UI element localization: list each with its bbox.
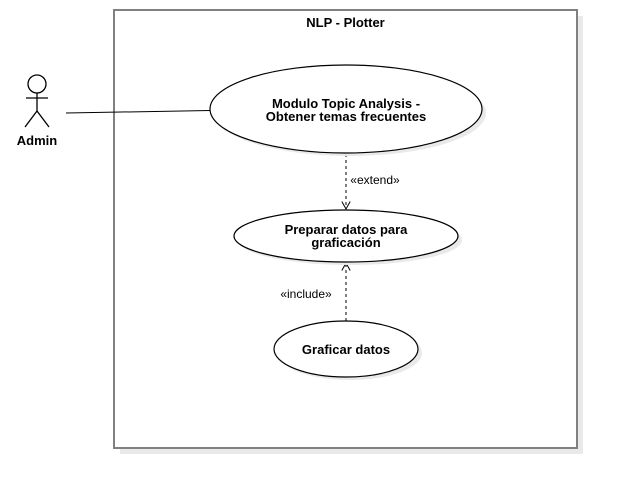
use-case-graficar-datos[interactable]: Graficar datos [273, 320, 422, 380]
use-case-label-line2: graficación [311, 235, 380, 250]
use-case-preparar-datos[interactable]: Preparar datos para graficación [233, 209, 462, 265]
actor-admin[interactable]: Admin [17, 74, 58, 148]
use-case-ellipse [209, 64, 483, 154]
include-relation: «include» [280, 261, 351, 321]
use-case-ellipse [273, 320, 419, 378]
actor-name: Admin [17, 133, 58, 148]
extend-relation: «extend» [341, 154, 400, 211]
include-label: «include» [280, 287, 332, 301]
use-case-ellipse [233, 209, 459, 263]
use-case-label-line1: Modulo Topic Analysis - [272, 96, 420, 111]
extend-label: «extend» [350, 173, 400, 187]
use-case-label-line1: Preparar datos para [285, 222, 409, 237]
use-case-label-line2: Obtener temas frecuentes [266, 109, 426, 124]
association-line [65, 110, 211, 114]
actor-stick-figure-icon [24, 74, 50, 128]
use-case-label-line1: Graficar datos [302, 342, 390, 357]
system-title: NLP - Plotter [306, 15, 385, 30]
use-case-topic-analysis[interactable]: Modulo Topic Analysis - Obtener temas fr… [209, 64, 486, 156]
